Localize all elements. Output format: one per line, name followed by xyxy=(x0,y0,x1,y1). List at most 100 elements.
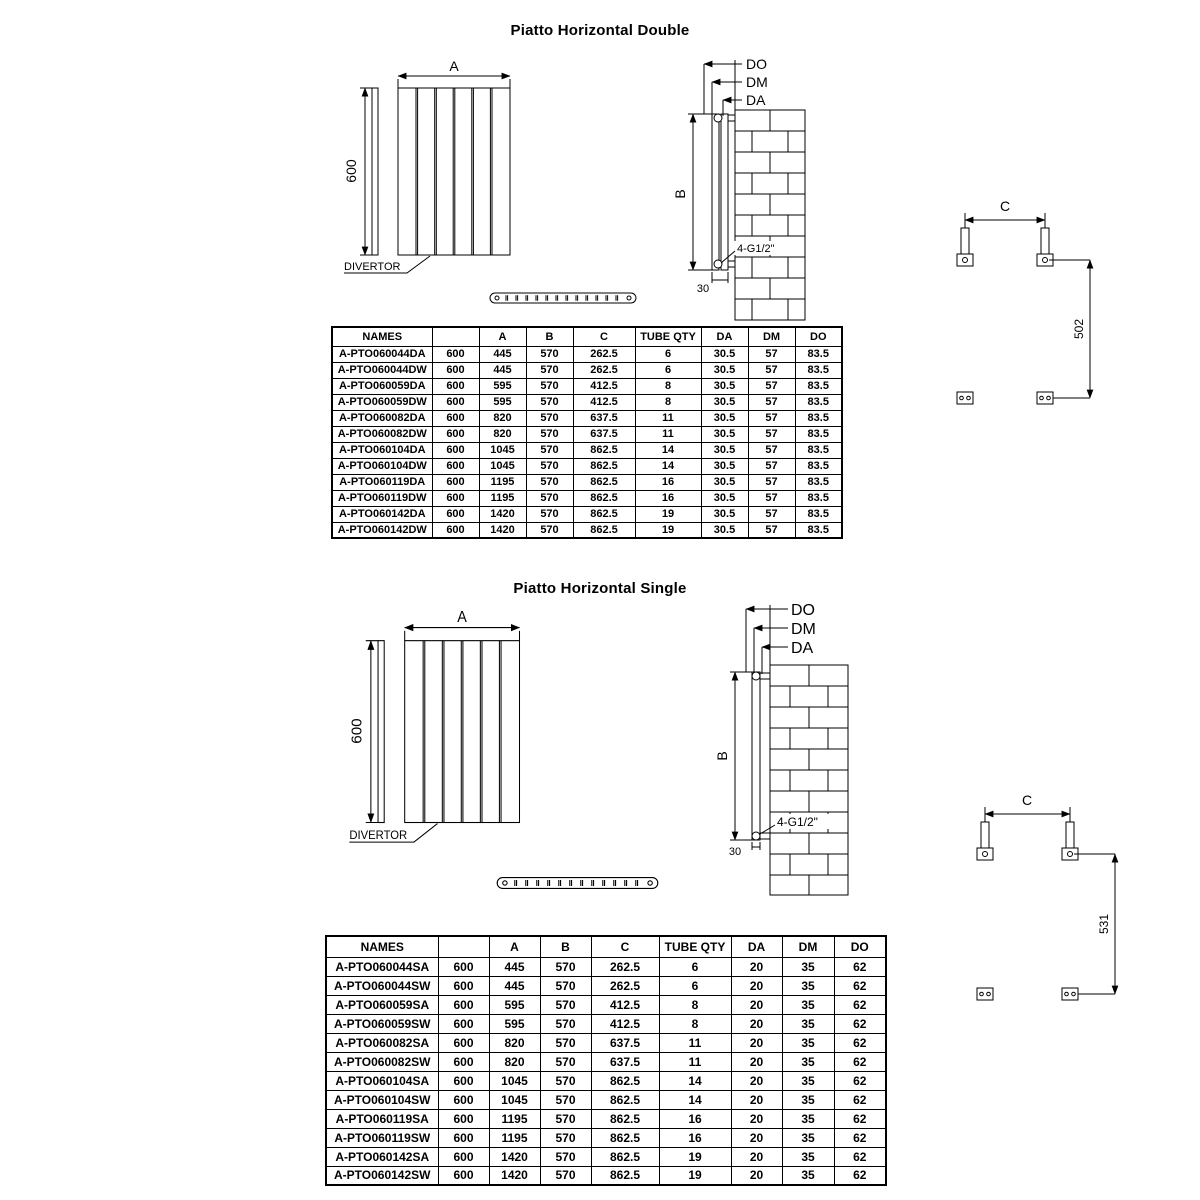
value-cell: 637.5 xyxy=(590,1032,660,1053)
column-header: NAMES xyxy=(325,935,439,958)
value-cell: 1195 xyxy=(488,1127,541,1148)
value-cell: 16 xyxy=(634,489,702,507)
value-cell: 6 xyxy=(634,361,702,379)
value-cell: 600 xyxy=(431,377,480,395)
value-cell: 412.5 xyxy=(572,393,636,411)
value-cell: 1195 xyxy=(478,489,527,507)
value-cell: 57 xyxy=(747,473,796,491)
value-cell: 570 xyxy=(539,1070,592,1091)
value-cell: 57 xyxy=(747,393,796,411)
value-cell: 600 xyxy=(437,975,490,996)
value-cell: 83.5 xyxy=(794,473,843,491)
value-cell: 600 xyxy=(431,521,480,539)
value-cell: 570 xyxy=(525,409,574,427)
bottom-connection-fitting xyxy=(713,259,723,269)
dimension-bracket-span xyxy=(984,807,1071,822)
value-cell: 820 xyxy=(478,425,527,443)
value-cell: 445 xyxy=(488,956,541,977)
model-name-cell: A-PTO060119SW xyxy=(325,1127,439,1148)
value-cell: 20 xyxy=(730,1089,783,1110)
divertor-label: DIVERTOR xyxy=(349,829,407,842)
model-name-cell: A-PTO060119DA xyxy=(331,473,433,491)
value-cell: 30.5 xyxy=(700,441,749,459)
value-cell: 57 xyxy=(747,441,796,459)
value-cell: 30.5 xyxy=(700,425,749,443)
column-header xyxy=(431,326,480,347)
value-cell: 600 xyxy=(431,425,480,443)
dimension-length xyxy=(688,113,712,271)
value-cell: 600 xyxy=(431,457,480,475)
value-cell: 600 xyxy=(431,361,480,379)
value-cell: 595 xyxy=(478,393,527,411)
column-header: C xyxy=(572,326,636,347)
value-cell: 1420 xyxy=(488,1165,541,1186)
value-cell: 62 xyxy=(833,1165,887,1186)
value-cell: 57 xyxy=(747,409,796,427)
value-cell: 16 xyxy=(634,473,702,491)
value-cell: 20 xyxy=(730,1051,783,1072)
value-cell: 570 xyxy=(525,473,574,491)
column-header: DO xyxy=(833,935,887,958)
callout-leader-line xyxy=(720,250,736,264)
value-cell: 600 xyxy=(437,1165,490,1186)
value-cell: 262.5 xyxy=(572,345,636,363)
value-cell: 14 xyxy=(658,1089,732,1110)
value-cell: 570 xyxy=(539,975,592,996)
value-cell: 600 xyxy=(431,505,480,523)
dim-label-do: DO xyxy=(791,602,815,619)
upper-brackets xyxy=(956,227,1054,267)
value-cell: 600 xyxy=(437,1013,490,1034)
value-cell: 1420 xyxy=(488,1146,541,1167)
value-cell: 412.5 xyxy=(590,1013,660,1034)
value-cell: 62 xyxy=(833,975,887,996)
value-cell: 862.5 xyxy=(572,457,636,475)
value-cell: 1420 xyxy=(478,505,527,523)
value-cell: 862.5 xyxy=(590,1165,660,1186)
model-name-cell: A-PTO060082SA xyxy=(325,1032,439,1053)
value-cell: 570 xyxy=(525,441,574,459)
model-name-cell: A-PTO060104DA xyxy=(331,441,433,459)
value-cell: 57 xyxy=(747,425,796,443)
value-cell: 570 xyxy=(525,393,574,411)
value-cell: 600 xyxy=(437,1051,490,1072)
value-cell: 862.5 xyxy=(572,505,636,523)
value-cell: 1045 xyxy=(488,1070,541,1091)
bracket-view-single: C 531 xyxy=(976,792,1119,1001)
value-cell: 600 xyxy=(437,956,490,977)
value-cell: 600 xyxy=(431,393,480,411)
value-cell: 57 xyxy=(747,457,796,475)
value-cell: 600 xyxy=(431,489,480,507)
value-cell: 57 xyxy=(747,345,796,363)
model-name-cell: A-PTO060082SW xyxy=(325,1051,439,1072)
value-cell: 570 xyxy=(539,1146,592,1167)
value-cell: 14 xyxy=(634,457,702,475)
value-cell: 14 xyxy=(634,441,702,459)
value-cell: 637.5 xyxy=(590,1051,660,1072)
value-cell: 11 xyxy=(658,1032,732,1053)
value-cell: 595 xyxy=(478,377,527,395)
value-cell: 600 xyxy=(437,1070,490,1091)
value-cell: 862.5 xyxy=(572,441,636,459)
value-cell: 57 xyxy=(747,489,796,507)
value-cell: 262.5 xyxy=(590,975,660,996)
model-name-cell: A-PTO060082DW xyxy=(331,425,433,443)
value-cell: 30.5 xyxy=(700,409,749,427)
wall-section xyxy=(769,664,849,896)
side-view-double: DO DM DA B 4-G1/2" 30 xyxy=(672,56,806,321)
value-cell: 600 xyxy=(437,1032,490,1053)
value-cell: 83.5 xyxy=(794,409,843,427)
value-cell: 570 xyxy=(539,1089,592,1110)
